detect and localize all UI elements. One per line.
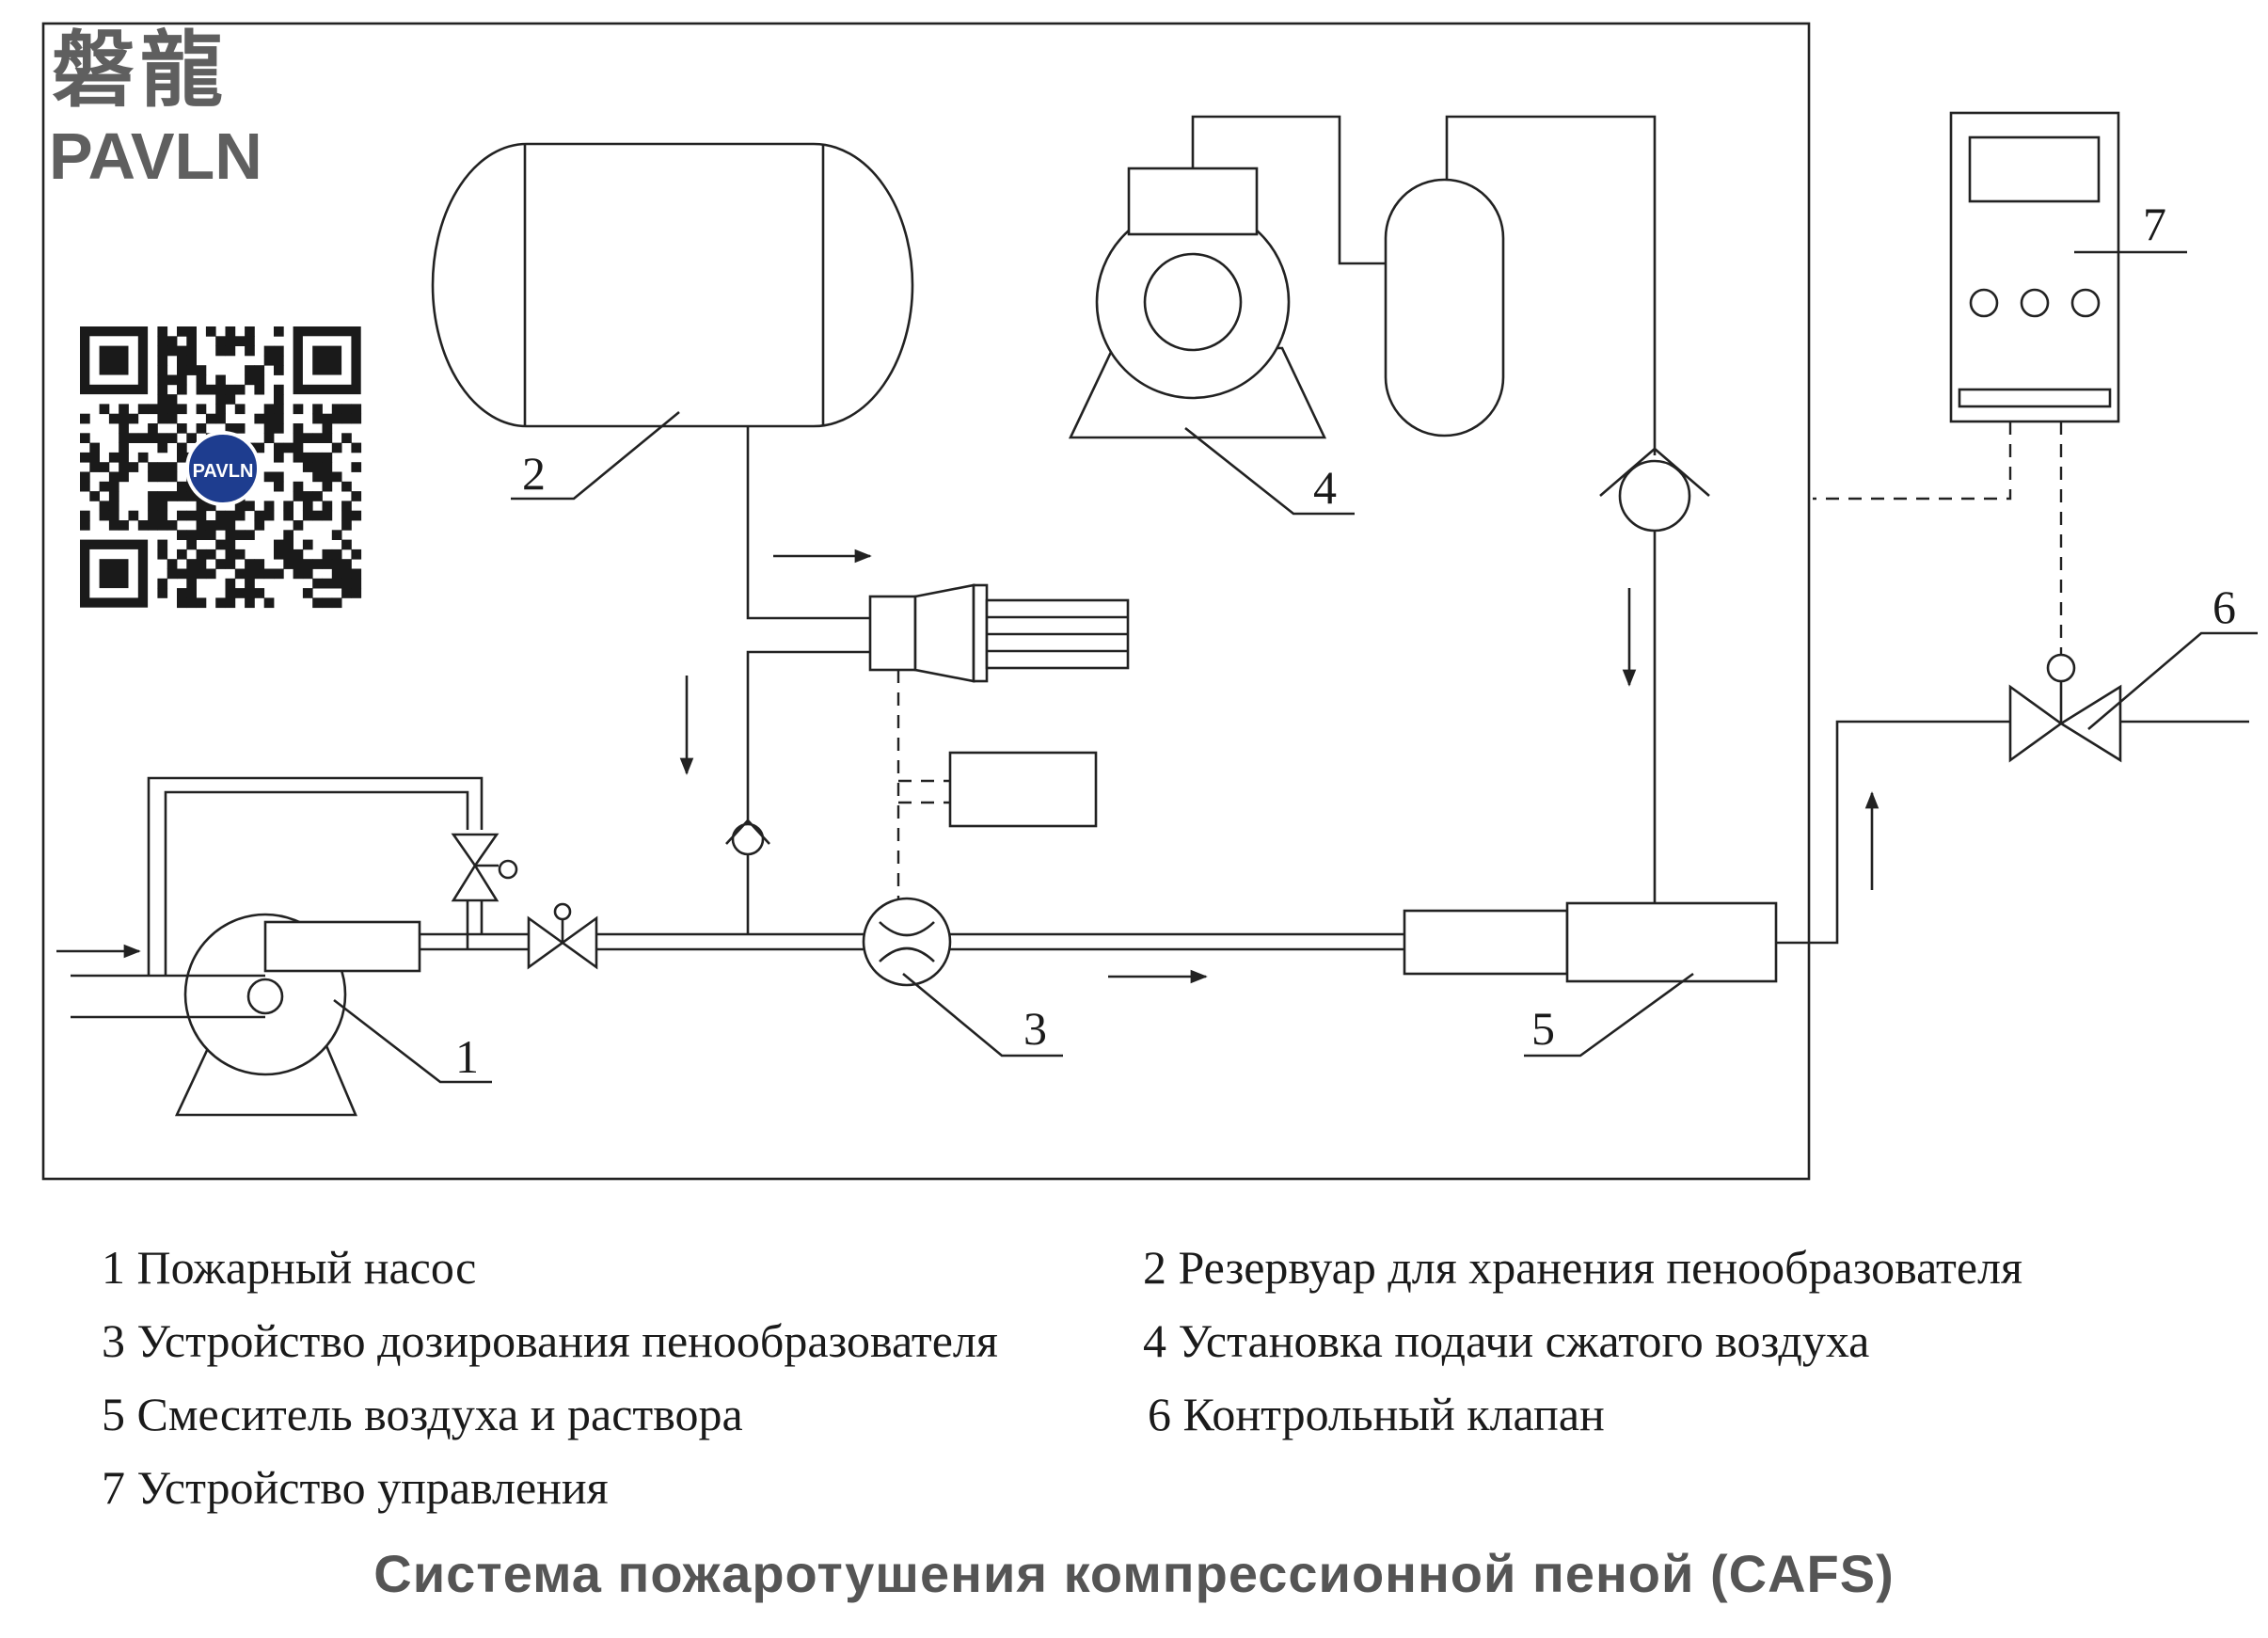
control-device	[1949, 111, 2120, 423]
system-frame	[41, 22, 1811, 1181]
control-valve	[2008, 653, 2122, 763]
callout-5: 5	[1531, 1002, 1555, 1055]
foam-pump	[868, 583, 1130, 683]
air-check-valve	[1599, 447, 1710, 533]
foam-proportioner	[862, 897, 952, 987]
legend-item-6: 6 Контрольный клапан	[1148, 1388, 1605, 1440]
foam-check-valve	[725, 819, 770, 856]
callout-7: 7	[2143, 198, 2166, 250]
bypass-valve	[451, 833, 518, 902]
legend-item-5: 5 Смеситель воздуха и раствора	[102, 1388, 743, 1440]
callout-4: 4	[1313, 461, 1337, 514]
flow-controller-box	[948, 751, 1098, 828]
air-compressor	[1068, 167, 1327, 439]
svg-text:磐龍: 磐龍	[52, 22, 229, 119]
legend-item-3: 3 Устройство дозирования пенообразовател…	[102, 1314, 998, 1367]
legend-item-2: 2 Резервуар для хранения пенообразовател…	[1143, 1241, 2023, 1294]
diagram-title: Система пожаротушения компрессионной пен…	[373, 1544, 1895, 1603]
qr-code-icon	[80, 326, 362, 609]
air-receiver	[1384, 178, 1505, 437]
legend-item-7: 7 Устройство управления	[102, 1461, 609, 1514]
legend-item-4: 4 Установка подачи сжатого воздуха	[1143, 1314, 1870, 1367]
callout-3: 3	[1023, 1002, 1047, 1055]
callout-6: 6	[2212, 580, 2236, 633]
foam-tank	[431, 142, 914, 428]
air-solution-mixer	[1403, 901, 1778, 983]
pavln-badge-icon: PAVLN	[185, 431, 261, 506]
pavln-logo: 磐龍 PAVLN	[49, 22, 262, 193]
svg-text:PAVLN: PAVLN	[193, 461, 254, 482]
legend-item-1: 1 Пожарный насос	[102, 1241, 477, 1294]
svg-text:PAVLN: PAVLN	[49, 119, 262, 193]
callout-1: 1	[455, 1030, 479, 1083]
callout-2: 2	[522, 447, 546, 500]
fire-pump	[71, 913, 421, 1117]
discharge-valve	[527, 902, 598, 970]
